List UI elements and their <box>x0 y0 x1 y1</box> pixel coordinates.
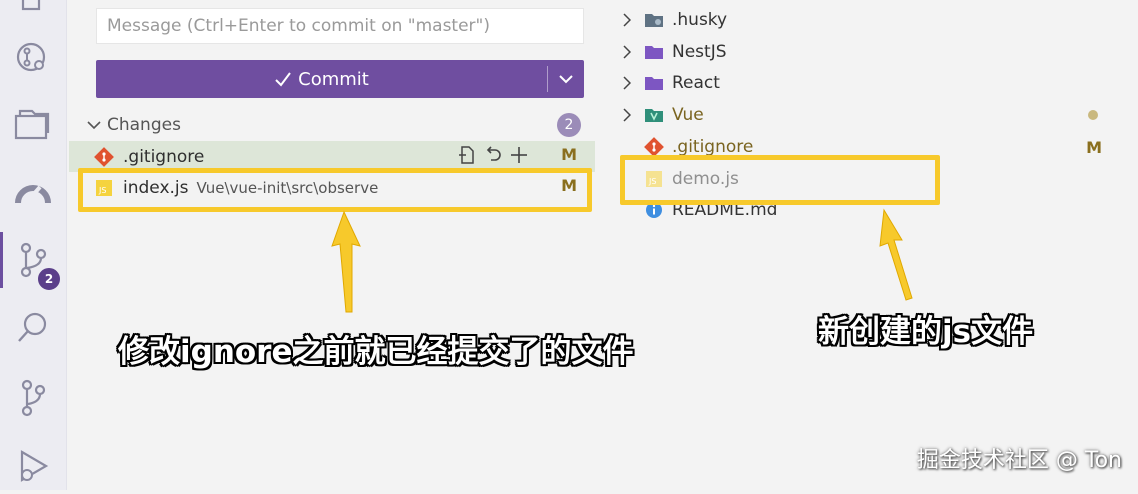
row-actions <box>457 145 529 169</box>
info-icon <box>644 200 664 220</box>
commit-label: Commit <box>298 68 369 90</box>
arrow-left <box>331 210 361 313</box>
tree-item-name: README.md <box>672 200 778 220</box>
explorer-icon[interactable] <box>0 0 66 28</box>
changes-section-header[interactable]: Changes 2 <box>87 112 587 138</box>
js-file-icon: JS <box>93 177 115 199</box>
remote-explorer-icon[interactable] <box>0 164 66 220</box>
commit-button[interactable]: Commit <box>96 60 584 98</box>
tree-item-name: React <box>672 73 720 93</box>
status-modified: M <box>561 176 577 195</box>
search-icon[interactable] <box>0 300 66 356</box>
discard-changes-icon[interactable] <box>483 145 503 169</box>
commit-main-action[interactable]: Commit <box>96 69 547 90</box>
commit-dropdown-button[interactable] <box>548 74 584 84</box>
open-file-icon[interactable] <box>457 145 477 169</box>
chevron-right-icon <box>620 45 634 59</box>
stage-changes-icon[interactable] <box>509 145 529 169</box>
tree-item-name: .gitignore <box>672 137 754 157</box>
git-file-icon <box>93 146 115 168</box>
git-file-icon <box>644 137 664 157</box>
scm-count-badge: 2 <box>36 266 62 292</box>
highlight-box-index-js <box>78 168 592 212</box>
check-icon <box>275 72 291 87</box>
commit-separator <box>547 66 548 92</box>
activity-bar: 2 <box>0 0 67 490</box>
tree-item-name: NestJS <box>672 42 727 62</box>
vue-folder-icon <box>644 105 664 125</box>
annotation-left-text: 修改ignore之前就已经提交了的文件 <box>118 334 634 370</box>
watermark: 掘金技术社区 @ Ton <box>916 448 1122 473</box>
tree-item-vue[interactable]: Vue <box>598 100 1118 130</box>
chevron-right-icon <box>620 76 634 90</box>
git-graph-icon[interactable] <box>0 30 66 86</box>
annotation-right-text: 新创建的js文件 <box>818 314 1034 350</box>
chevron-right-icon <box>620 13 634 27</box>
tree-item-react[interactable]: React <box>598 68 1118 98</box>
git-branch-icon[interactable] <box>0 370 66 426</box>
js-file-icon: JS <box>644 169 664 189</box>
files-icon[interactable] <box>0 96 66 152</box>
folder-icon <box>644 73 664 93</box>
highlight-box-demo-js <box>620 155 940 205</box>
tree-item-gitignore[interactable]: .gitignore M <box>598 132 1118 162</box>
source-control-icon[interactable]: 2 <box>0 232 66 292</box>
tree-item-nestjs[interactable]: NestJS <box>598 37 1118 67</box>
changes-count-badge: 2 <box>557 113 581 137</box>
tree-item-readme[interactable]: README.md <box>598 195 1118 225</box>
file-name: index.js <box>123 177 189 198</box>
change-item-index-js[interactable]: JS index.js Vue\vue-init\src\observe M <box>69 172 595 203</box>
tree-item-demo-js[interactable]: JS demo.js <box>598 164 1118 194</box>
tree-item-name: demo.js <box>672 169 739 189</box>
arrow-right <box>879 208 913 301</box>
explorer-panel: .husky NestJS React Vue .gitignore M JS … <box>598 0 1138 490</box>
svg-text:JS: JS <box>648 177 656 186</box>
commit-message-input[interactable] <box>96 8 584 44</box>
tree-item-name: .husky <box>672 10 728 30</box>
run-debug-icon[interactable] <box>0 438 66 494</box>
changes-title: Changes <box>107 115 181 135</box>
modified-dot-indicator <box>1088 110 1098 120</box>
chevron-down-icon <box>559 75 573 84</box>
tree-item-name: Vue <box>672 105 704 125</box>
change-item-gitignore[interactable]: .gitignore M <box>69 141 595 172</box>
file-name: .gitignore <box>123 146 205 167</box>
folder-icon <box>644 42 664 62</box>
chevron-right-icon <box>620 108 634 122</box>
file-path: Vue\vue-init\src\observe <box>196 178 379 197</box>
tree-item-husky[interactable]: .husky <box>598 5 1118 35</box>
svg-text:JS: JS <box>98 186 106 195</box>
folder-icon <box>644 10 664 30</box>
status-modified: M <box>561 145 577 164</box>
chevron-down-icon <box>87 121 101 130</box>
status-modified: M <box>1086 137 1102 157</box>
